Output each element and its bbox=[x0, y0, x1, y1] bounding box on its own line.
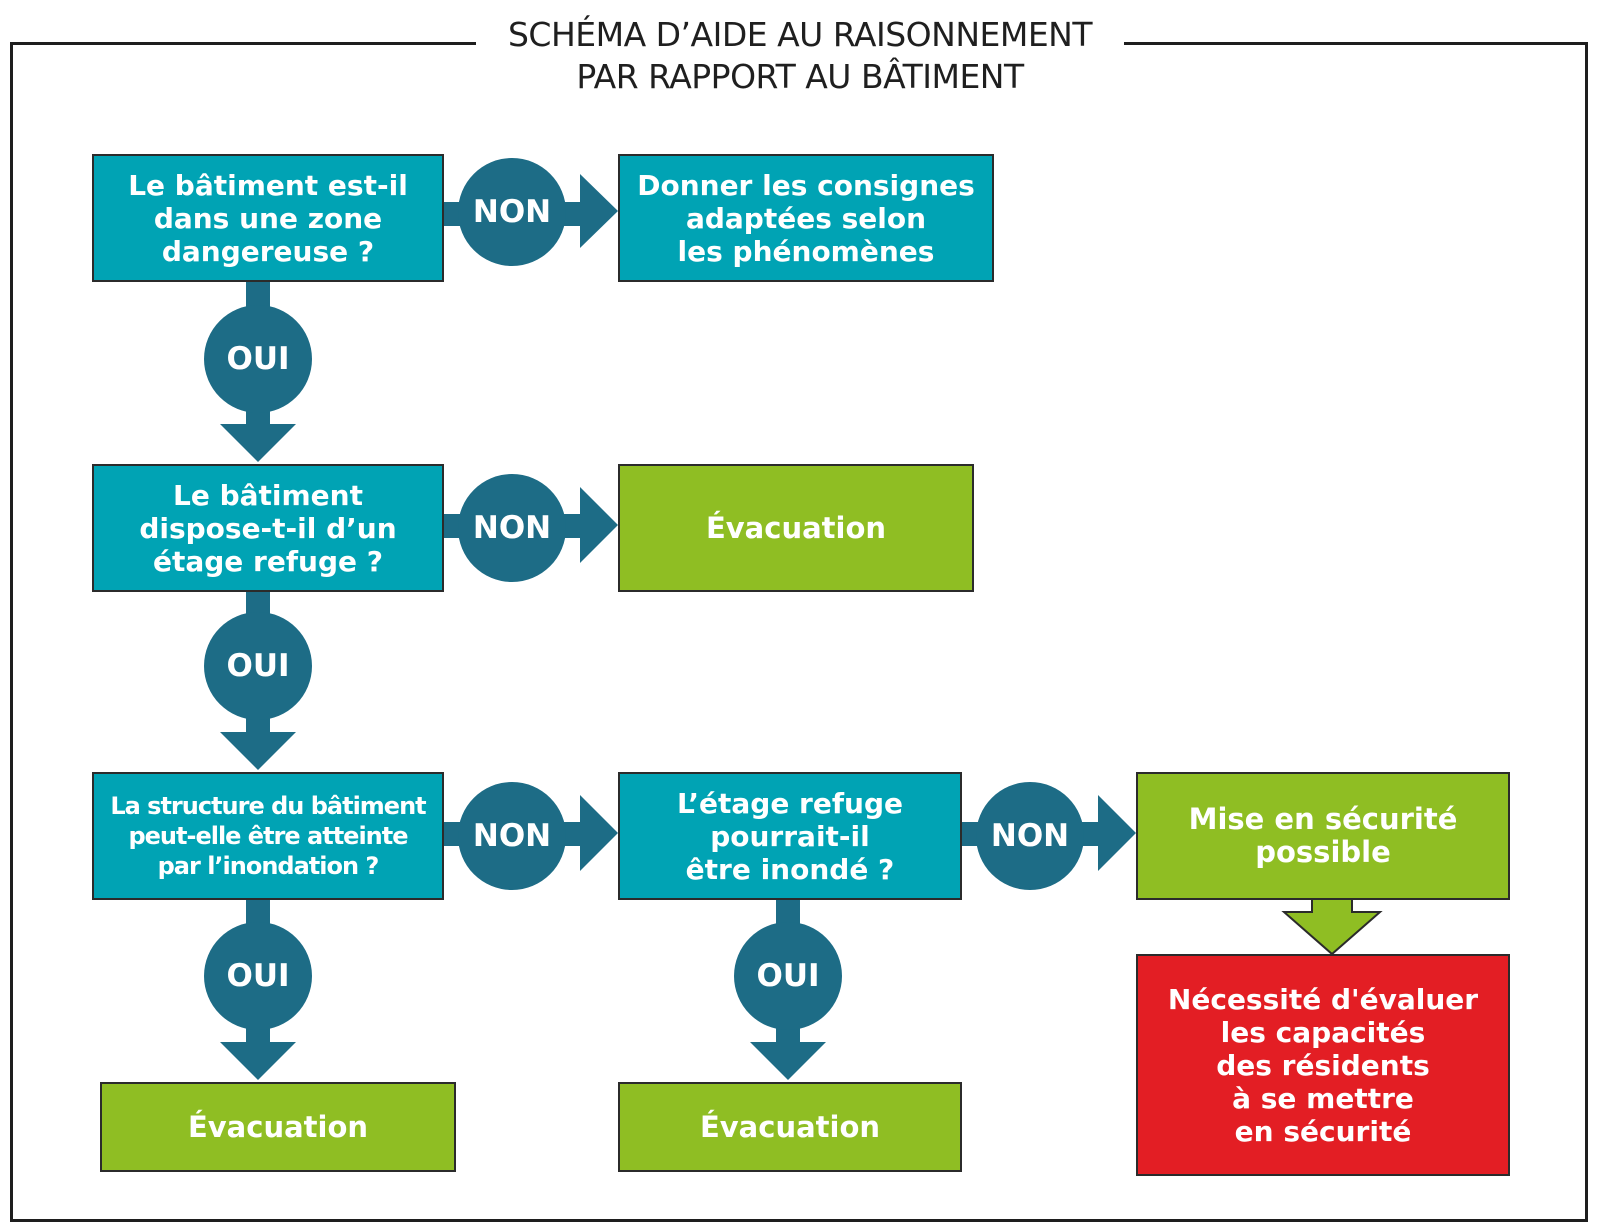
no-label-4: NON bbox=[990, 818, 1070, 854]
connector-q4-a5-arrowhead bbox=[750, 1042, 826, 1080]
outcome-box-instructions: Donner les consignes adaptées selon les … bbox=[618, 154, 994, 282]
outcome-box-evacuation-2: Évacuation bbox=[100, 1082, 456, 1172]
title-line-2: PAR RAPPORT AU BÂTIMENT bbox=[576, 57, 1024, 96]
no-label-3: NON bbox=[472, 818, 552, 854]
yes-label-2: OUI bbox=[226, 648, 290, 684]
yes-node-2 bbox=[204, 612, 312, 720]
question-box-structure-flood: La structure du bâtiment peut-elle être … bbox=[92, 772, 444, 900]
connector-q4-a3-arrowhead bbox=[1098, 795, 1136, 871]
yes-label-3: OUI bbox=[226, 958, 290, 994]
no-label-2: NON bbox=[472, 510, 552, 546]
connector-q1-a1-arrowhead bbox=[580, 174, 618, 248]
no-node-2 bbox=[458, 474, 566, 582]
outcome-box-safety-possible: Mise en sécurité possible bbox=[1136, 772, 1510, 900]
outcome-box-evacuation-3: Évacuation bbox=[618, 1082, 962, 1172]
connector-a3-a6-arrow bbox=[1281, 897, 1383, 956]
connector-q1-q2-arrowhead bbox=[220, 424, 296, 462]
yes-label-4: OUI bbox=[756, 958, 820, 994]
connector-q2-a2-arrowhead bbox=[580, 487, 618, 563]
question-box-refuge-floor: Le bâtiment dispose-t-il d’un étage refu… bbox=[92, 464, 444, 592]
outcome-box-evacuation-1: Évacuation bbox=[618, 464, 974, 592]
connector-q2-q3-arrowhead bbox=[220, 732, 296, 770]
no-node-3 bbox=[458, 782, 566, 890]
question-box-refuge-flood: L’étage refuge pourrait-il être inondé ? bbox=[618, 772, 962, 900]
yes-node-4 bbox=[734, 922, 842, 1030]
alert-box-resident-assessment: Nécessité d'évaluer les capacités des ré… bbox=[1136, 954, 1510, 1176]
question-box-danger-zone: Le bâtiment est-il dans une zone dangere… bbox=[92, 154, 444, 282]
connector-q3-a4-arrowhead bbox=[220, 1042, 296, 1080]
yes-label-1: OUI bbox=[226, 341, 290, 377]
yes-node-3 bbox=[204, 922, 312, 1030]
yes-node-1 bbox=[204, 305, 312, 413]
title-line-1: SCHÉMA D’AIDE AU RAISONNEMENT bbox=[507, 15, 1093, 54]
connector-q3-q4-arrowhead bbox=[580, 795, 618, 871]
no-node-1 bbox=[458, 158, 566, 266]
no-label-1: NON bbox=[472, 194, 552, 230]
diagram-title: SCHÉMA D’AIDE AU RAISONNEMENT PAR RAPPOR… bbox=[476, 14, 1124, 98]
no-node-4 bbox=[976, 782, 1084, 890]
